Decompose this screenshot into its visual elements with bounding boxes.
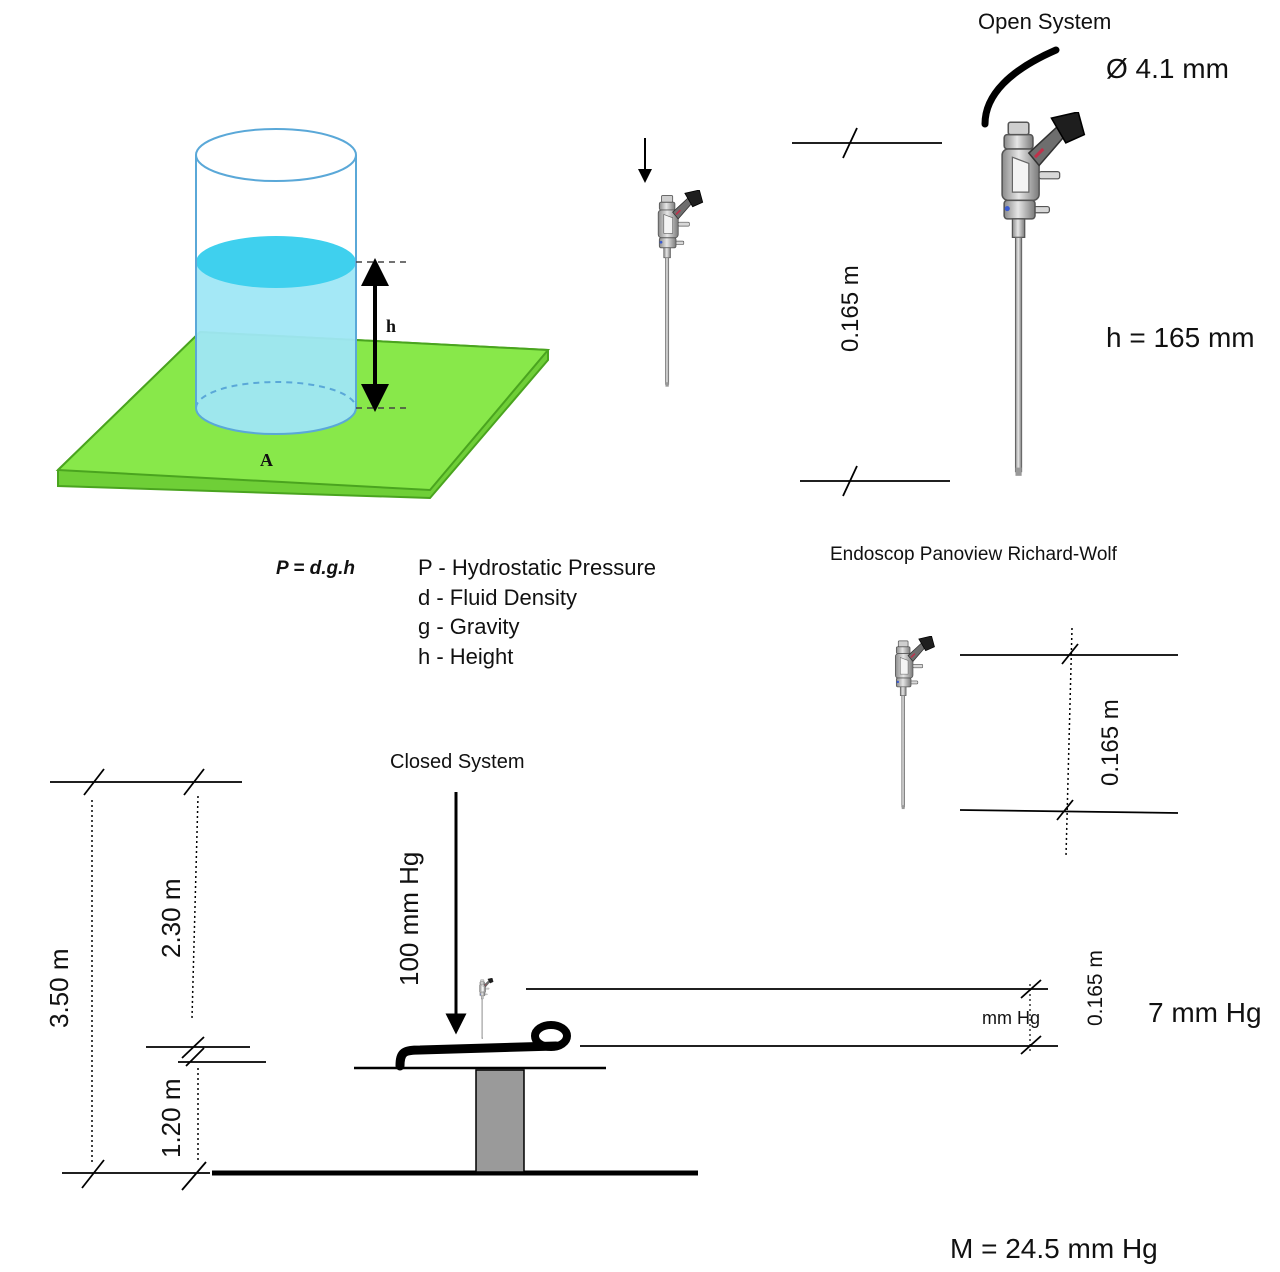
endoscope-icon: [1002, 112, 1084, 476]
area-symbol: A: [260, 450, 273, 470]
open-height-value: h = 165 mm: [1106, 322, 1255, 353]
closed-system-title: Closed System: [390, 751, 525, 773]
scope-height-label: 0.165 m: [1084, 950, 1107, 1026]
dimension-tick-icon: [792, 127, 950, 497]
small-scope-dimension: 0.165 m: [1097, 699, 1124, 786]
dimension-tick-icon: [83, 768, 105, 796]
endoscope-icon: [656, 190, 705, 389]
height-dimensions: [50, 768, 266, 1191]
endoscope-icon: [894, 636, 936, 811]
legend-item-pressure: P - Hydrostatic Pressure: [418, 555, 656, 580]
dimension-tick-icon: [1056, 799, 1074, 821]
legend-item-gravity: g - Gravity: [418, 614, 519, 639]
faint-pressure-label: mm Hg: [982, 1008, 1040, 1028]
tubing: [395, 1041, 561, 1071]
legend-item-density: d - Fluid Density: [418, 585, 577, 610]
total-height-label: 3.50 m: [44, 949, 74, 1029]
dimension-tick-icon: [1020, 979, 1042, 999]
formula-legend: P - Hydrostatic Pressure d - Fluid Densi…: [418, 555, 656, 669]
pressure-arrow-label: 100 mm Hg: [394, 852, 424, 986]
open-system: Open System Ø 4.1 mm 0.165 m h = 165 mm …: [792, 9, 1255, 565]
upper-height-label: 2.30 m: [156, 879, 186, 959]
scope-caption: Endoscop Panoview Richard-Wolf: [830, 544, 1118, 565]
dimension-tick-icon: [181, 1036, 205, 1059]
height-symbol: h: [386, 316, 396, 336]
small-scope-top: [638, 138, 705, 389]
dimension-tick-icon: [81, 1159, 105, 1189]
formula: P = d.g.h: [276, 558, 355, 579]
small-scope-right: 0.165 m: [894, 627, 1179, 857]
dimension-tick-icon: [181, 1161, 207, 1191]
endoscope-icon: [479, 978, 494, 1040]
diameter-label: Ø 4.1 mm: [1106, 53, 1229, 84]
dimension-tick-icon: [1020, 1035, 1042, 1055]
height-arrow: [356, 258, 408, 412]
open-system-title: Open System: [978, 9, 1111, 34]
pointer-curve: [981, 46, 1060, 128]
dimension-tick-icon: [183, 768, 205, 796]
lower-height-label: 1.20 m: [156, 1079, 186, 1159]
cylinder-icon: [195, 128, 357, 435]
legend-item-height: h - Height: [418, 644, 513, 669]
closed-system: Closed System 100 mm Hg 3.50 m 2.30 m 1.…: [44, 751, 1262, 1264]
hydrostatic-illustration: h A: [55, 128, 551, 500]
mean-pressure-label: M = 24.5 mm Hg: [950, 1233, 1158, 1264]
table-column: [475, 1069, 525, 1173]
dimension-tick-icon: [1061, 643, 1079, 665]
open-height-dimension: 0.165 m: [837, 265, 864, 352]
dimension-tick-icon: [185, 1047, 205, 1067]
scope-pressure-label: 7 mm Hg: [1148, 997, 1262, 1028]
